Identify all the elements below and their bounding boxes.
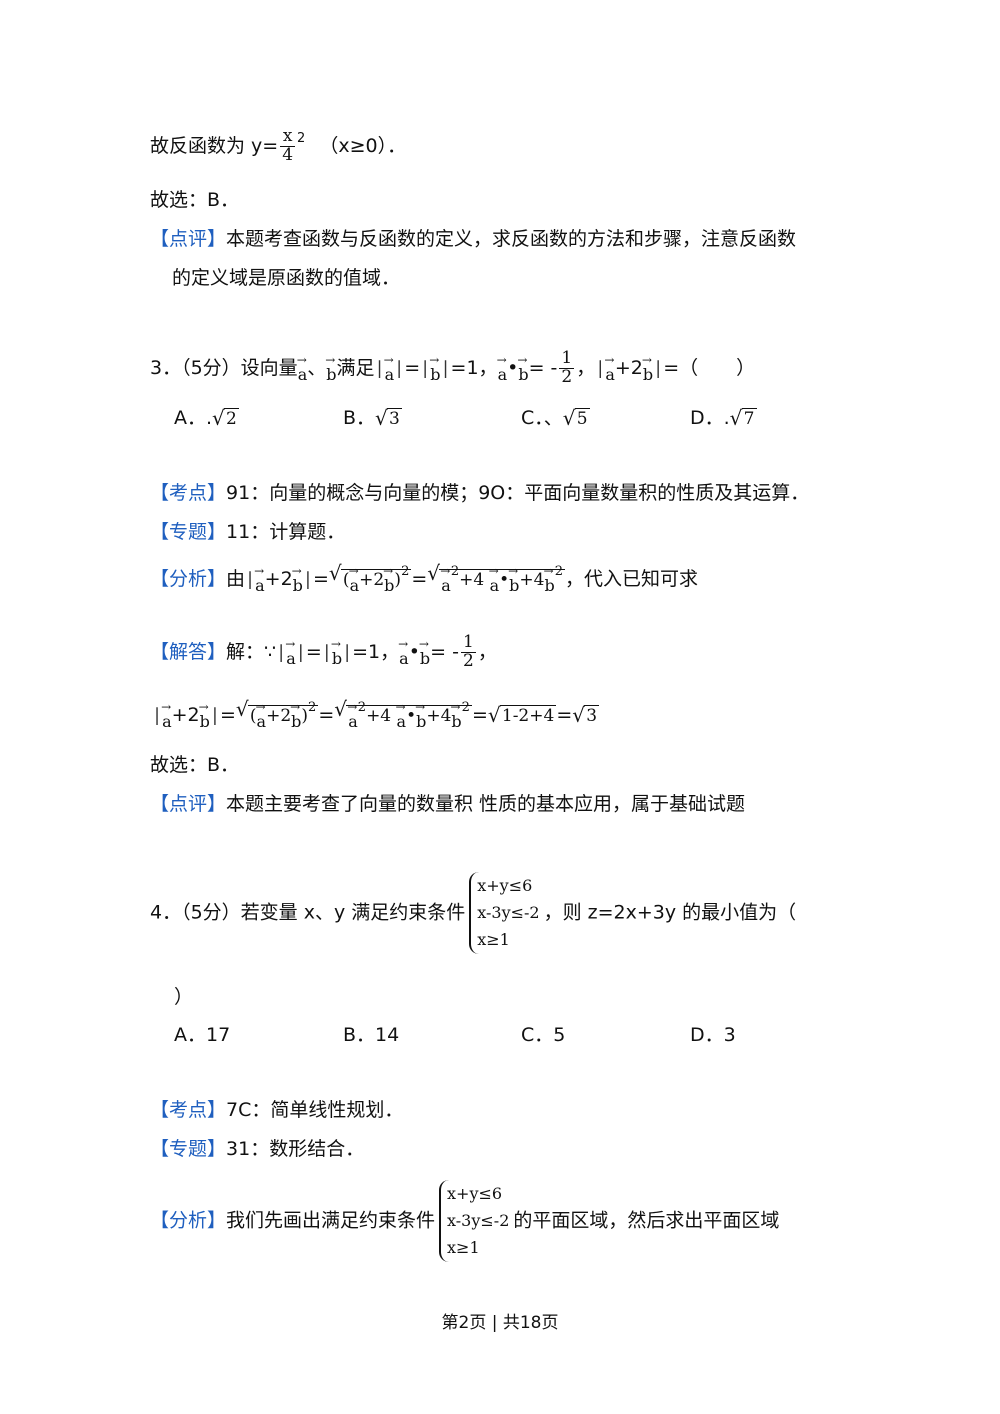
answer-line: 故选：B． xyxy=(150,189,240,211)
q3-option-c[interactable]: C．、5 xyxy=(521,406,590,430)
q4-option-c[interactable]: C．5 xyxy=(521,1024,566,1046)
q3-option-d[interactable]: D．.7 xyxy=(690,406,757,430)
page-footer: 第2页 | 共18页 xyxy=(441,1313,559,1333)
q3-zhuanti: 【专题】11：计算题． xyxy=(150,521,346,543)
q4-option-a[interactable]: A．17 xyxy=(174,1024,231,1046)
q3-option-a[interactable]: A．.2 xyxy=(174,406,239,430)
q4-kaodian: 【考点】7C：简单线性规划． xyxy=(150,1099,404,1121)
q3-conclusion: 故选：B． xyxy=(150,754,240,776)
q3-fenxi: 【分析】由|a+2b|=(a+2b)2=a2+4 a•b+4b2，代入已知可求 xyxy=(150,561,698,595)
q3-kaodian: 【考点】91：向量的概念与向量的模；9O：平面向量数量积的性质及其运算． xyxy=(150,482,810,504)
q4-option-b[interactable]: B．14 xyxy=(343,1024,400,1046)
question-3-stem: 3．（5分）设向量a、b满足|a|=|b|=1，a•b= -12，|a+2b|=… xyxy=(150,348,755,387)
q3-calculation: |a+2b|=(a+2b)2=a2+4 a•b+4b2=1-2+4=3 xyxy=(152,697,600,731)
q3-review: 【点评】本题主要考查了向量的数量积 性质的基本应用，属于基础试题 xyxy=(150,793,746,815)
review-paragraph-cont: 的定义域是原函数的值域． xyxy=(172,267,401,289)
question-4-close: ） xyxy=(174,986,194,1008)
q4-option-d[interactable]: D．3 xyxy=(690,1024,736,1046)
q4-zhuanti: 【专题】31：数形结合． xyxy=(150,1138,365,1160)
review-paragraph: 【点评】本题考查函数与反函数的定义，求反函数的方法和步骤，注意反函数 xyxy=(150,228,797,250)
q3-jieda: 【解答】解：∵|a|=|b|=1，a•b= -12， xyxy=(150,632,497,671)
q3-option-b[interactable]: B．3 xyxy=(343,406,402,430)
